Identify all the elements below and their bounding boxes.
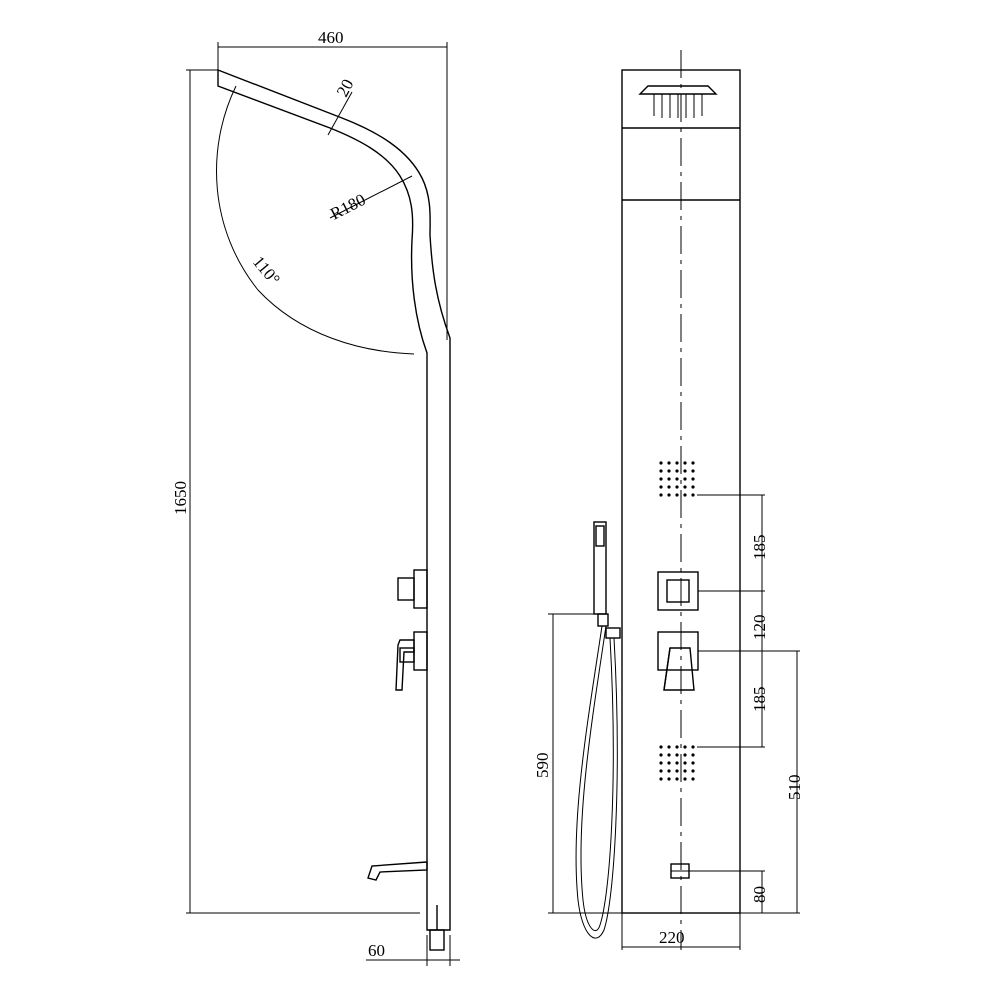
dimension-590: 590	[533, 613, 622, 914]
front-tub-spout-icon	[670, 863, 690, 879]
dimension-220: 220	[621, 913, 741, 950]
dim-label-220: 220	[659, 928, 685, 947]
dim-label-110: 110°	[249, 252, 284, 288]
dim-label-460: 460	[318, 28, 344, 47]
dim-label-60: 60	[368, 941, 385, 960]
dim-label-80: 80	[750, 886, 769, 903]
dim-label-590: 590	[533, 753, 552, 779]
rain-showerhead-icon	[638, 85, 718, 118]
dim-label-1650: 1650	[171, 481, 190, 515]
lower-body-jets-icon	[659, 745, 695, 781]
angle-arc-110	[216, 85, 415, 355]
dim-label-185-lower: 185	[750, 687, 769, 713]
upper-body-jets-icon	[659, 461, 695, 497]
dimension-r180: R180	[327, 175, 413, 224]
hand-shower-icon	[575, 521, 621, 939]
side-view: 460 1650 20 R180 110°	[171, 28, 460, 966]
dim-label-20: 20	[333, 76, 358, 100]
dim-label-185-upper: 185	[750, 535, 769, 561]
dimension-chain-right: 185 120 185 510 80	[689, 494, 804, 914]
side-bottom-pipe	[429, 905, 445, 951]
dim-label-120: 120	[750, 615, 769, 641]
side-diverter-handle	[395, 631, 428, 691]
dim-label-r180: R180	[327, 190, 368, 224]
front-view: 590 185 120 185 510 80 220	[533, 50, 804, 950]
dimension-460: 460	[217, 28, 448, 340]
showerhead-arm-outline	[217, 68, 451, 931]
shower-hose	[575, 625, 618, 939]
side-tub-spout	[367, 861, 428, 881]
dimension-1650: 1650	[171, 69, 420, 914]
dimension-60: 60	[366, 935, 460, 966]
dim-label-510: 510	[785, 775, 804, 801]
side-thermostat-knob	[397, 569, 428, 609]
dimension-20: 20	[327, 76, 358, 136]
diverter-handle-icon	[657, 631, 699, 691]
thermostat-knob-icon	[657, 571, 699, 611]
